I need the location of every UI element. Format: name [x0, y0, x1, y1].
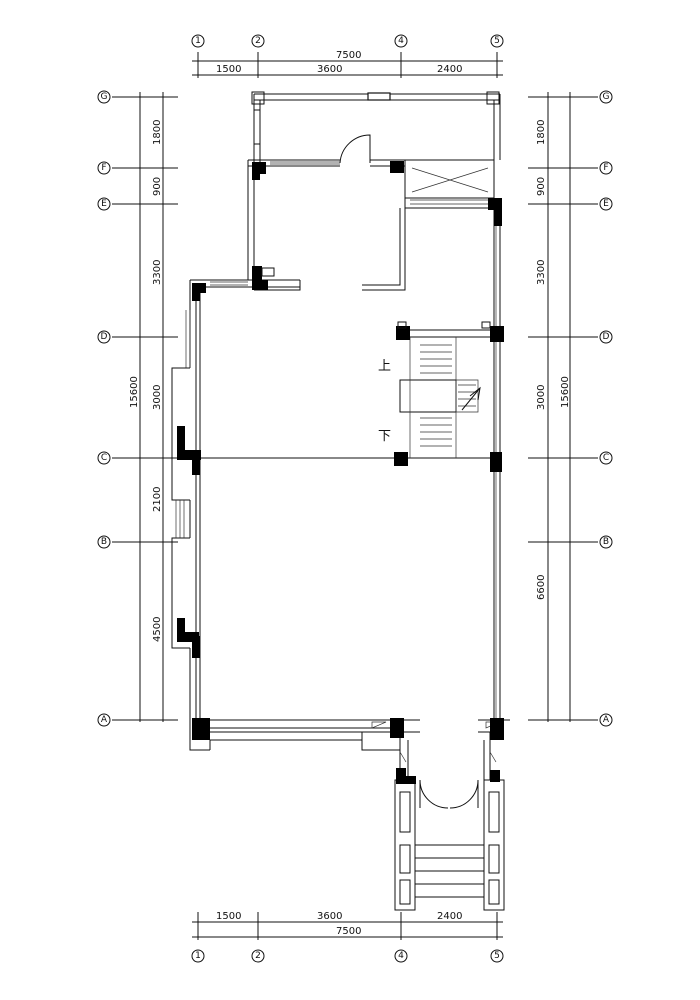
- grid-letter-d: D: [101, 332, 108, 342]
- grid-letter-g: G: [101, 92, 108, 102]
- right-span-3000: 3000: [536, 385, 547, 410]
- structural-columns: [177, 161, 504, 784]
- bottom-span-2: 3600: [317, 911, 342, 922]
- grid-letter-d-right: D: [603, 332, 610, 342]
- bottom-span-3: 2400: [437, 911, 462, 922]
- top-grid-bubbles: 1 2 4 5: [191, 34, 504, 48]
- bottom-span-1: 1500: [216, 911, 241, 922]
- grid-letter-e-right: E: [603, 199, 609, 209]
- left-span-900: 900: [152, 177, 163, 196]
- left-span-2100: 2100: [152, 487, 163, 512]
- grid-number-4-bottom: 4: [398, 951, 404, 961]
- right-span-1800: 1800: [536, 120, 547, 145]
- grid-letter-b: B: [101, 537, 107, 547]
- grid-number-4: 4: [398, 36, 404, 46]
- stair-treads: [420, 344, 481, 447]
- bottom-total-dimension: 7500: [336, 926, 361, 937]
- right-total-dimension: 15600: [560, 376, 571, 408]
- left-total-dimension: 15600: [129, 376, 140, 408]
- bottom-grid-bubbles: 1 2 4 5: [191, 949, 504, 963]
- left-span-4500: 4500: [152, 617, 163, 642]
- grid-letter-a: A: [101, 715, 108, 725]
- stair-up-label: 上: [378, 359, 391, 374]
- left-span-3000: 3000: [152, 385, 163, 410]
- grid-number-1-bottom: 1: [195, 951, 201, 961]
- right-dimension-lines: [528, 92, 598, 722]
- top-dimension-lines: [192, 52, 503, 78]
- top-span-1: 1500: [216, 64, 241, 75]
- exterior-walls: 上 下: [171, 91, 510, 911]
- left-span-3300: 3300: [152, 260, 163, 285]
- top-total-dimension: 7500: [336, 50, 361, 61]
- top-span-2: 3600: [317, 64, 342, 75]
- grid-letter-c-right: C: [603, 453, 609, 463]
- left-span-1800: 1800: [152, 120, 163, 145]
- grid-letter-c: C: [101, 453, 107, 463]
- right-span-6600: 6600: [536, 575, 547, 600]
- grid-letter-f-right: F: [603, 163, 608, 173]
- fixture-marks: [261, 267, 491, 329]
- top-span-3: 2400: [437, 64, 462, 75]
- left-grid-bubbles: G F E D C B A: [97, 90, 111, 727]
- grid-number-1: 1: [195, 36, 201, 46]
- grid-letter-a-right: A: [603, 715, 610, 725]
- bottom-dimension-lines: [192, 912, 503, 940]
- grid-letter-g-right: G: [603, 92, 610, 102]
- grid-letter-b-right: B: [603, 537, 609, 547]
- left-dimension-lines: [112, 92, 178, 722]
- grid-number-2-bottom: 2: [255, 951, 261, 961]
- grid-letter-f: F: [101, 163, 106, 173]
- grid-number-5: 5: [494, 36, 500, 46]
- grid-number-5-bottom: 5: [494, 951, 500, 961]
- grid-letter-e: E: [101, 199, 107, 209]
- grid-number-2: 2: [255, 36, 261, 46]
- right-span-3300: 3300: [536, 260, 547, 285]
- right-span-900: 900: [536, 177, 547, 196]
- stair-down-label: 下: [378, 429, 391, 444]
- right-grid-bubbles: G F E D C B A: [599, 90, 613, 727]
